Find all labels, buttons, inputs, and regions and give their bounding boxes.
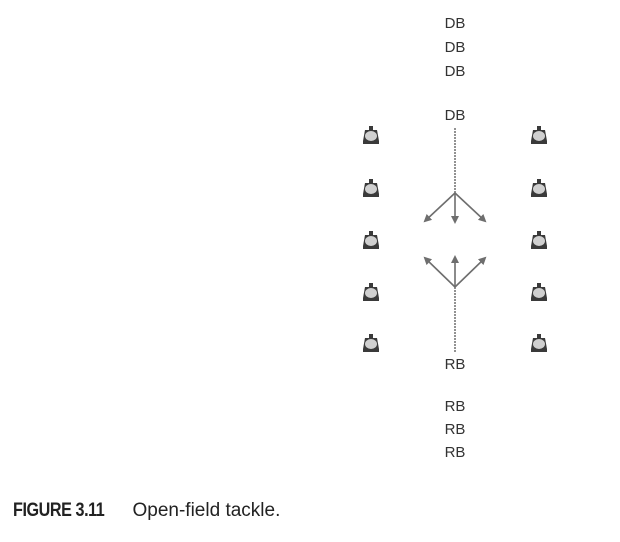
db-queue-label-3: DB — [444, 63, 466, 80]
db-active-label: DB — [444, 107, 466, 124]
cone-icon — [531, 126, 547, 144]
figure-number: FIGURE 3.11 — [13, 500, 105, 521]
cone-icon — [363, 334, 379, 352]
figure-title: Open-field tackle. — [132, 500, 281, 521]
db-pursuit-arrows — [423, 128, 487, 224]
db-queue-label-2: DB — [444, 39, 466, 56]
rb-run-arrows — [423, 255, 487, 352]
cone-icon — [531, 179, 547, 197]
cone-icon — [363, 126, 379, 144]
cone-icon — [531, 231, 547, 249]
cone-icon — [531, 334, 547, 352]
rb-active-label: RB — [444, 356, 466, 373]
cone-icon — [363, 179, 379, 197]
cone-icon — [363, 231, 379, 249]
rb-queue-label-1: RB — [444, 398, 466, 415]
rb-queue-label-2: RB — [444, 421, 466, 438]
db-queue-label-1: DB — [444, 15, 466, 32]
cone-icon — [363, 283, 379, 301]
rb-queue-label-3: RB — [444, 444, 466, 461]
cone-icon — [531, 283, 547, 301]
figure-caption: FIGURE 3.11 Open-field tackle. — [13, 500, 280, 522]
